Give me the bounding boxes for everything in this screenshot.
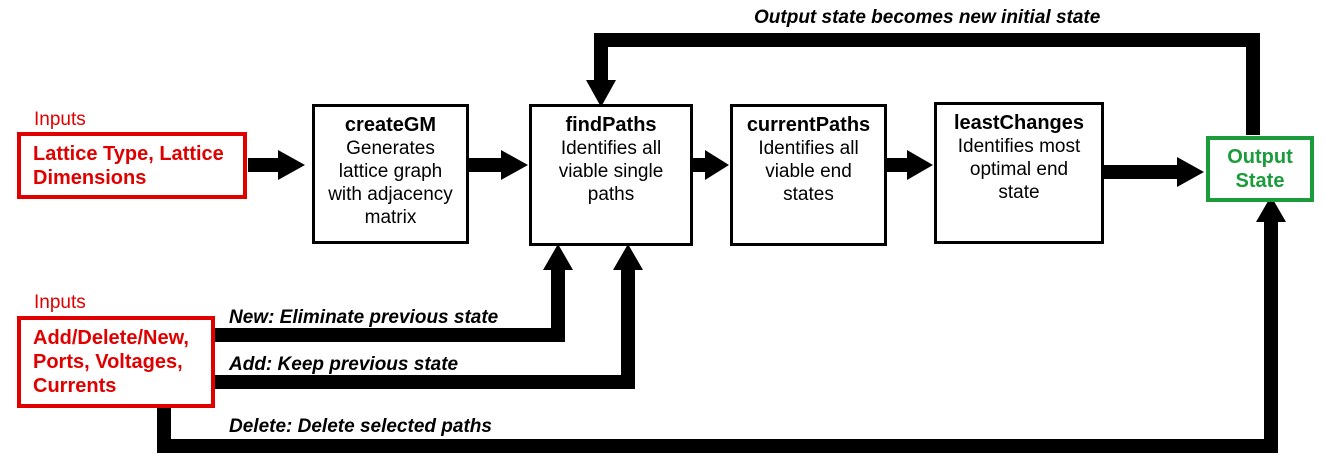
leastchanges-desc-line-3: state	[998, 182, 1040, 203]
inputs-bottom-label: Inputs	[34, 292, 86, 313]
new-edge-label: New: Eliminate previous state	[229, 307, 499, 328]
arrow-creategm-to-findpaths	[469, 158, 503, 172]
arrowhead-creategm-to-findpaths	[501, 150, 528, 180]
inputs-bottom-line-3: Currents	[33, 375, 117, 397]
feedback-line-horizontal-top	[594, 33, 1260, 47]
currentpaths-desc-line-1: Identifies all	[758, 138, 859, 159]
inputs-bottom-line-2: Ports, Voltages,	[33, 351, 183, 373]
new-arrowhead	[543, 244, 573, 270]
inputs-top-line-2: Dimensions	[33, 167, 147, 189]
creategm-desc-line-1: Generates	[346, 138, 435, 159]
output-state-line-1: Output	[1227, 146, 1293, 168]
delete-line-horizontal	[157, 439, 1278, 453]
arrowhead-leastchanges-to-output	[1177, 157, 1204, 187]
arrowhead-currentpaths-to-leastchanges	[907, 150, 933, 180]
creategm-title: createGM	[344, 114, 437, 136]
leastchanges-desc-line-2: optimal end	[969, 159, 1069, 180]
creategm-box: createGM Generates lattice graph with ad…	[312, 104, 469, 244]
arrow-currentpaths-to-leastchanges	[887, 158, 909, 172]
output-state-box: Output State	[1206, 136, 1314, 202]
feedback-line-vertical-left	[594, 33, 608, 84]
delete-line-vertical-right	[1264, 220, 1278, 453]
currentpaths-title: currentPaths	[746, 114, 871, 136]
add-line-horizontal	[213, 375, 635, 389]
inputs-bottom-line-1: Add/Delete/New,	[33, 327, 189, 349]
feedback-arrowhead	[586, 80, 616, 107]
arrow-findpaths-to-currentpaths	[693, 158, 707, 172]
arrowhead-inputs-to-creategm	[278, 150, 305, 180]
currentpaths-desc-line-3: states	[783, 184, 834, 205]
currentpaths-box: currentPaths Identifies all viable end s…	[730, 104, 887, 246]
findpaths-title: findPaths	[565, 114, 657, 136]
findpaths-desc-line-3: paths	[587, 184, 635, 205]
feedback-edge-label: Output state becomes new initial state	[754, 7, 1101, 28]
add-line-vertical	[621, 268, 635, 389]
new-line-vertical	[551, 268, 565, 342]
delete-arrowhead	[1256, 196, 1286, 222]
findpaths-desc-line-1: Identifies all	[560, 138, 662, 159]
creategm-desc-line-4: matrix	[364, 207, 417, 228]
delete-edge-label: Delete: Delete selected paths	[229, 416, 492, 437]
inputs-bottom-box: Add/Delete/New, Ports, Voltages, Current…	[17, 316, 215, 408]
add-edge-label: Add: Keep previous state	[229, 354, 459, 375]
creategm-desc-line-3: with adjacency	[328, 184, 453, 205]
findpaths-box: findPaths Identifies all viable single p…	[529, 104, 693, 246]
leastchanges-box: leastChanges Identifies most optimal end…	[934, 102, 1104, 244]
new-line-horizontal	[213, 328, 565, 342]
creategm-desc-line-2: lattice graph	[338, 161, 443, 182]
output-state-line-2: State	[1235, 170, 1285, 192]
inputs-top-line-1: Lattice Type, Lattice	[33, 143, 224, 165]
currentpaths-desc-line-2: viable end	[765, 161, 852, 182]
arrow-inputs-to-creategm	[248, 158, 280, 172]
inputs-top-box: Lattice Type, Lattice Dimensions	[17, 132, 247, 199]
findpaths-desc-line-2: viable single	[558, 161, 664, 182]
arrow-leastchanges-to-output	[1104, 165, 1179, 179]
arrowhead-findpaths-to-currentpaths	[705, 150, 729, 180]
leastchanges-title: leastChanges	[953, 112, 1085, 134]
leastchanges-desc-line-1: Identifies most	[957, 136, 1081, 157]
add-arrowhead	[613, 244, 643, 270]
inputs-top-label: Inputs	[34, 109, 86, 130]
feedback-line-vertical-right	[1246, 33, 1260, 135]
